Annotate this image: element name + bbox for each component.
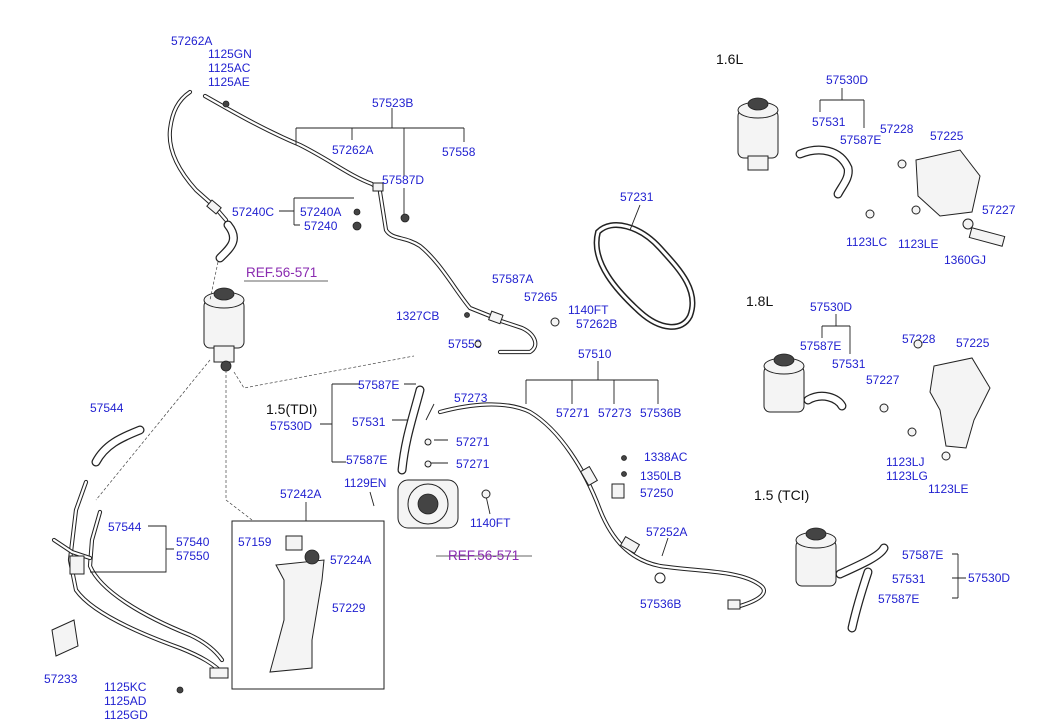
power-steering-pump: [397, 385, 459, 529]
label-57530D-18[interactable]: 57530D: [810, 300, 852, 314]
label-57225-18[interactable]: 57225: [956, 336, 990, 350]
dashed-links: [95, 261, 415, 521]
label-57228-18[interactable]: 57228: [902, 332, 936, 346]
label-57273-b[interactable]: 57273: [454, 391, 488, 405]
label-1140FT-b[interactable]: 1140FT: [470, 516, 511, 530]
drive-belt: [593, 222, 696, 330]
label-57159[interactable]: 57159: [238, 535, 272, 549]
label-57530D-tdi[interactable]: 57530D: [270, 419, 312, 433]
label-57531-18[interactable]: 57531: [832, 357, 866, 371]
label-1125GN[interactable]: 1125GN: [208, 47, 252, 61]
ref-link-reservoir[interactable]: REF.56-571: [246, 265, 317, 280]
part-labels: 57262A 1125GN 1125AC 1125AE 57523B 57262…: [44, 34, 1016, 722]
label-57587E-16[interactable]: 57587E: [840, 133, 881, 147]
suction-hose: [91, 220, 238, 467]
label-57229[interactable]: 57229: [332, 601, 366, 615]
label-57587E-tdi-top[interactable]: 57587E: [358, 378, 399, 392]
label-1123LE-18[interactable]: 1123LE: [928, 482, 968, 496]
label-57531-tci[interactable]: 57531: [892, 572, 926, 586]
label-1125AE[interactable]: 1125AE: [208, 75, 250, 89]
label-57231[interactable]: 57231: [620, 190, 654, 204]
label-1360GJ[interactable]: 1360GJ: [944, 253, 986, 267]
label-57531-tdi[interactable]: 57531: [352, 415, 386, 429]
lower-return-lines: [51, 479, 229, 679]
label-1125AD[interactable]: 1125AD: [104, 694, 147, 708]
label-1350LB[interactable]: 1350LB: [640, 469, 681, 483]
label-57242A[interactable]: 57242A: [280, 487, 321, 501]
label-1123LG[interactable]: 1123LG: [886, 469, 928, 483]
label-57240A[interactable]: 57240A: [300, 205, 341, 219]
label-1125AC[interactable]: 1125AC: [208, 61, 251, 75]
engine-label-1.6l: 1.6L: [716, 51, 743, 67]
reservoir-main: [203, 287, 245, 372]
label-57536B-b[interactable]: 57536B: [640, 597, 681, 611]
label-1327CB[interactable]: 1327CB: [396, 309, 439, 323]
label-1123LE-16[interactable]: 1123LE: [898, 237, 938, 251]
ref-link-pump[interactable]: REF.56-571: [448, 548, 519, 563]
label-57587A[interactable]: 57587A: [492, 272, 533, 286]
label-57252A[interactable]: 57252A: [646, 525, 687, 539]
label-1125GD[interactable]: 1125GD: [104, 708, 148, 722]
label-57271-b[interactable]: 57271: [456, 435, 490, 449]
label-1123LC[interactable]: 1123LC: [846, 235, 887, 249]
label-57587D[interactable]: 57587D: [382, 173, 424, 187]
label-57544-b[interactable]: 57544: [108, 520, 142, 534]
label-57233[interactable]: 57233: [44, 672, 78, 686]
engine-label-1.5tdi: 1.5(TDI): [266, 401, 317, 417]
label-1338AC[interactable]: 1338AC: [644, 450, 688, 464]
label-57227-18[interactable]: 57227: [866, 373, 900, 387]
label-57225-16[interactable]: 57225: [930, 129, 964, 143]
label-57262A-top[interactable]: 57262A: [171, 34, 212, 48]
label-1123LJ[interactable]: 1123LJ: [886, 455, 924, 469]
label-57240[interactable]: 57240: [304, 219, 338, 233]
label-57250[interactable]: 57250: [640, 486, 674, 500]
label-57587E-tci-bottom[interactable]: 57587E: [878, 592, 919, 606]
label-57587E-tci-top[interactable]: 57587E: [902, 548, 943, 562]
label-1125KC[interactable]: 1125KC: [104, 680, 147, 694]
assembly-1.5tci: [795, 527, 889, 633]
label-57558-mid[interactable]: 57558: [448, 337, 482, 351]
label-57224A[interactable]: 57224A: [330, 553, 371, 567]
label-57240C[interactable]: 57240C: [232, 205, 274, 219]
assembly-1.8l: [763, 353, 991, 449]
label-57271-c[interactable]: 57271: [456, 457, 490, 471]
label-57550[interactable]: 57550: [176, 549, 210, 563]
assembly-1.6l: [737, 97, 1006, 247]
engine-label-1.8l: 1.8L: [746, 293, 773, 309]
label-57536B-a[interactable]: 57536B: [640, 406, 681, 420]
label-57262A-mid[interactable]: 57262A: [332, 143, 373, 157]
label-57271-a[interactable]: 57271: [556, 406, 590, 420]
label-57530D-16[interactable]: 57530D: [826, 73, 868, 87]
label-57530D-tci[interactable]: 57530D: [968, 571, 1010, 585]
bracket-box: [231, 520, 385, 690]
label-57558-top[interactable]: 57558: [442, 145, 476, 159]
label-57531-16[interactable]: 57531: [812, 115, 846, 129]
label-1140FT-a[interactable]: 1140FT: [568, 303, 609, 317]
clip-57233: [51, 619, 79, 657]
label-57273-a[interactable]: 57273: [598, 406, 632, 420]
fasteners: [176, 100, 974, 694]
label-57510[interactable]: 57510: [578, 347, 612, 361]
label-57262B[interactable]: 57262B: [576, 317, 617, 331]
label-57265[interactable]: 57265: [524, 290, 558, 304]
engine-label-1.5tci: 1.5 (TCI): [754, 487, 809, 503]
pressure-line: [437, 402, 766, 610]
label-57228-16[interactable]: 57228: [880, 122, 914, 136]
label-57587E-tdi-bottom[interactable]: 57587E: [346, 453, 387, 467]
label-57587E-18[interactable]: 57587E: [800, 339, 841, 353]
label-57523B[interactable]: 57523B: [372, 96, 413, 110]
label-57540[interactable]: 57540: [176, 535, 210, 549]
label-57227-16[interactable]: 57227: [982, 203, 1016, 217]
return-line-upper: [167, 89, 538, 355]
label-1129EN[interactable]: 1129EN: [344, 476, 386, 490]
leader-lines: [90, 88, 966, 599]
label-57544-a[interactable]: 57544: [90, 401, 124, 415]
